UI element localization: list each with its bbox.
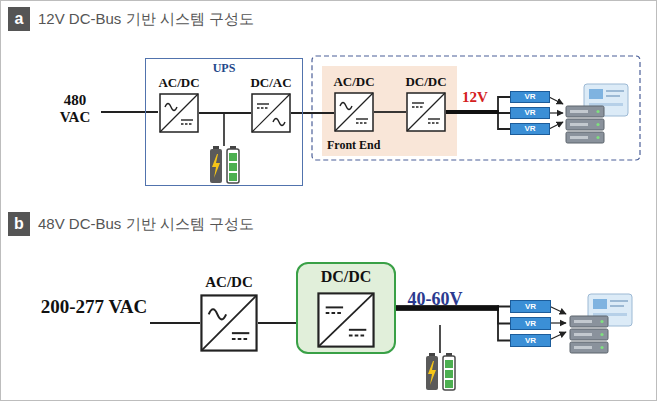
bus-voltage: 40-60V [400,289,470,309]
vr-label: VR [511,92,549,102]
converter-box: AC/DC [334,92,374,132]
input-voltage: 480 VAC [50,92,100,126]
vr-box: VR [510,317,551,330]
converter-box: DC/AC [251,93,291,133]
power-arrow [549,97,566,340]
bus-voltage: 12V [455,89,495,106]
power-wire [396,308,510,341]
dc-bus [446,110,499,114]
vr-label: VR [511,318,550,329]
battery-icon [426,353,455,390]
converter-symbol [159,93,199,133]
panel-title: 48V DC-Bus 기반 시스템 구성도 [38,215,254,234]
panel-title: 12V DC-Bus 기반 시스템 구성도 [38,10,254,29]
ups-group: UPSAC/DCDC/AC [145,58,303,186]
input-voltage: 200-277 VAC [38,296,150,317]
group-title: UPS [146,61,302,76]
converter-symbol [200,294,258,352]
converter-label: DC/DC [405,74,446,90]
vr-box: VR [510,300,551,313]
power-wire [291,112,334,114]
converter-symbol [406,92,446,132]
converter-box: AC/DC [200,294,258,352]
converter-label: AC/DC [205,274,253,291]
converter-label: AC/DC [333,74,374,90]
dc-bus [446,110,499,114]
power-wire [446,112,510,129]
converter-symbol [334,92,374,132]
dc-bus [446,110,499,114]
converter-symbol [251,93,291,133]
dashed-region [312,56,640,160]
power-wire [199,112,251,114]
dc-dc-module: DC/DC [296,262,396,354]
front-end-group: Front End AC/DC DC/DC [322,66,457,156]
panel: a12V DC-Bus 기반 시스템 구성도UPSAC/DCDC/ACFront… [0,0,657,200]
front-end-ground [322,66,457,156]
group-title: Front End [327,138,380,153]
vr-box: VR [510,107,550,119]
converter-label: DC/AC [250,75,291,91]
power-wire [396,308,510,324]
converter-box: AC/DC [159,93,199,133]
power-wire [258,322,296,324]
power-wire [374,111,406,113]
vr-label: VR [511,335,550,346]
server-icon [566,84,628,143]
converter-label: AC/DC [158,75,199,91]
power-wire [446,112,510,113]
converter-box: DC/DC [406,92,446,132]
vr-label: VR [511,124,549,134]
battery-icon [210,146,239,183]
panel-letter: a [8,7,30,31]
converter-symbol [317,292,375,348]
server-icon [570,294,632,353]
vr-box: VR [510,91,550,103]
vr-label: VR [511,301,550,312]
converter-label: DC/DC [298,268,394,286]
panel-letter: b [8,212,30,236]
vr-box: VR [510,334,551,347]
vr-box: VR [510,123,550,135]
vr-label: VR [511,108,549,118]
